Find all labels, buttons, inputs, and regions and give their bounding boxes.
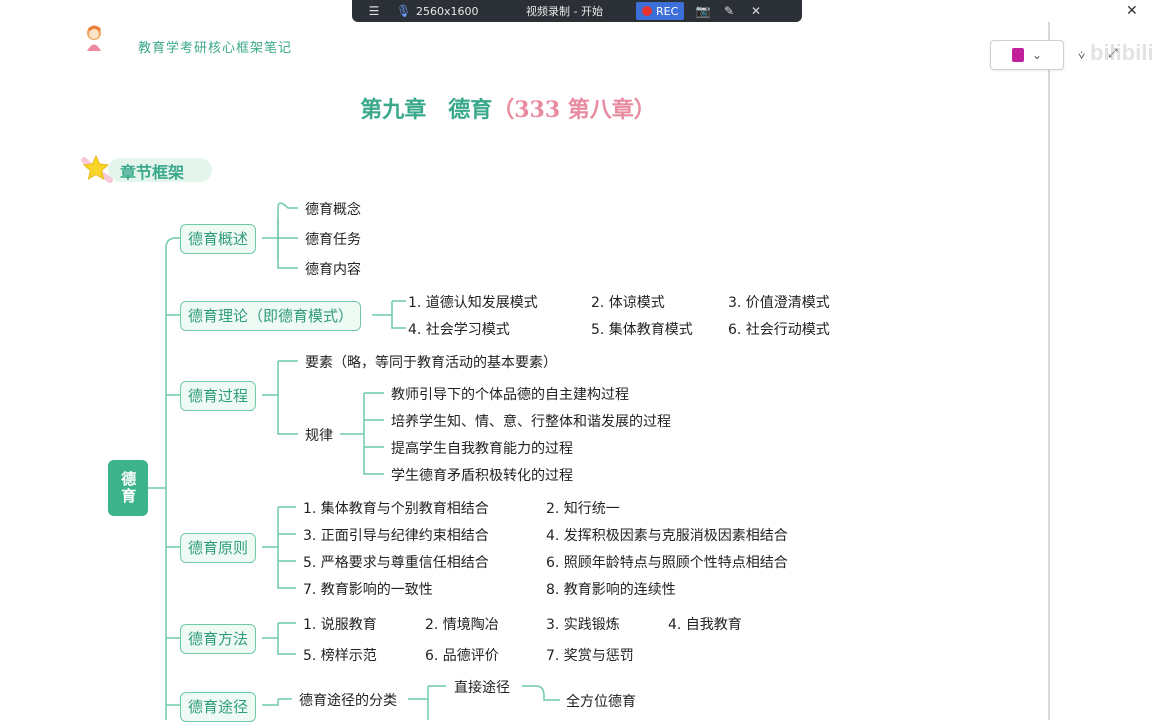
- principle-item: 4. 发挥积极因素与克服消极因素相结合: [546, 528, 788, 544]
- bookmark-button[interactable]: ⌄: [990, 40, 1064, 70]
- watermark-logo: bilibili: [1090, 40, 1152, 65]
- process-law-label: 规律: [305, 428, 333, 444]
- principle-item: 1. 集体教育与个别教育相结合: [303, 501, 489, 517]
- resolution-label[interactable]: 2560x1600: [416, 4, 479, 18]
- overview-item: 德育概念: [305, 202, 361, 218]
- chevron-down-icon: ⌄: [1031, 48, 1043, 62]
- pen-icon[interactable]: ✎: [723, 4, 735, 18]
- paths-classify: 德育途径的分类: [299, 693, 397, 709]
- process-elements: 要素（略，等同于教育活动的基本要素）: [305, 355, 557, 371]
- record-dot-icon: [642, 6, 652, 16]
- method-item: 3. 实践锻炼: [546, 617, 620, 633]
- process-law: 提高学生自我教育能力的过程: [391, 441, 573, 457]
- method-item: 4. 自我教育: [668, 617, 742, 633]
- chapter-title-sub: （333 第八章）: [492, 97, 656, 123]
- rec-button[interactable]: REC: [636, 2, 685, 20]
- node-methods: 德育方法: [180, 624, 257, 654]
- theory-item: 6. 社会行动模式: [728, 322, 830, 338]
- chapter-title: 第九章 德育（333 第八章）: [0, 92, 1016, 124]
- record-status: 视频录制 - 开始: [526, 5, 603, 18]
- section-tab-decoration: [81, 154, 212, 183]
- principle-item: 3. 正面引导与纪律约束相结合: [303, 528, 489, 544]
- node-paths: 德育途径: [180, 692, 257, 722]
- mic-icon[interactable]: 🎙: [396, 4, 412, 18]
- theory-item: 1. 道德认知发展模式: [408, 295, 538, 311]
- theory-item: 5. 集体教育模式: [591, 322, 693, 338]
- paths-direct: 直接途径: [454, 680, 510, 696]
- notebook-title: 教育学考研核心框架笔记: [138, 41, 293, 56]
- chapter-title-main: 第九章 德育: [360, 97, 493, 123]
- root-label: 德育: [119, 471, 138, 505]
- method-item: 5. 榜样示范: [303, 648, 377, 664]
- process-law: 教师引导下的个体品德的自主建构过程: [391, 387, 629, 403]
- mascot-icon: [87, 25, 102, 51]
- filter-icon[interactable]: ⩒: [1078, 48, 1086, 62]
- theory-item: 3. 价值澄清模式: [728, 295, 830, 311]
- star-icon: [82, 154, 110, 181]
- method-item: 2. 情境陶冶: [425, 617, 499, 633]
- vertical-scrollbar[interactable]: [1048, 22, 1050, 720]
- process-law: 学生德育矛盾积极转化的过程: [391, 468, 573, 484]
- window-close-icon[interactable]: ✕: [1126, 3, 1138, 19]
- node-principles: 德育原则: [180, 533, 257, 563]
- overview-item: 德育内容: [305, 262, 361, 278]
- node-overview: 德育概述: [180, 224, 257, 254]
- paths-all-round: 全方位德育: [566, 694, 636, 710]
- recording-toolbar: ☰ 🎙 2560x1600 视频录制 - 开始 REC 📷 ✎ ✕: [352, 0, 802, 22]
- theory-item: 4. 社会学习模式: [408, 322, 510, 338]
- principle-item: 6. 照顾年龄特点与照顾个性特点相结合: [546, 555, 788, 571]
- method-item: 6. 品德评价: [425, 648, 499, 664]
- principle-item: 2. 知行统一: [546, 501, 620, 517]
- rec-label: REC: [656, 4, 679, 18]
- menu-icon[interactable]: ☰: [368, 4, 380, 18]
- theory-item: 2. 体谅模式: [591, 295, 665, 311]
- mindmap-root: 德育: [108, 460, 148, 516]
- section-label: 章节框架: [120, 163, 185, 182]
- camera-icon[interactable]: 📷: [695, 4, 711, 18]
- bookmark-icon: [1011, 48, 1024, 62]
- expand-icon[interactable]: ⤢: [1108, 46, 1118, 60]
- method-item: 1. 说服教育: [303, 617, 377, 633]
- close-icon[interactable]: ✕: [750, 4, 762, 18]
- overview-item: 德育任务: [305, 232, 361, 248]
- method-item: 7. 奖赏与惩罚: [546, 648, 634, 664]
- process-law: 培养学生知、情、意、行整体和谐发展的过程: [391, 414, 671, 430]
- node-process: 德育过程: [180, 381, 257, 411]
- principle-item: 7. 教育影响的一致性: [303, 582, 433, 598]
- node-theory: 德育理论（即德育模式）: [180, 301, 362, 331]
- principle-item: 5. 严格要求与尊重信任相结合: [303, 555, 489, 571]
- principle-item: 8. 教育影响的连续性: [546, 582, 676, 598]
